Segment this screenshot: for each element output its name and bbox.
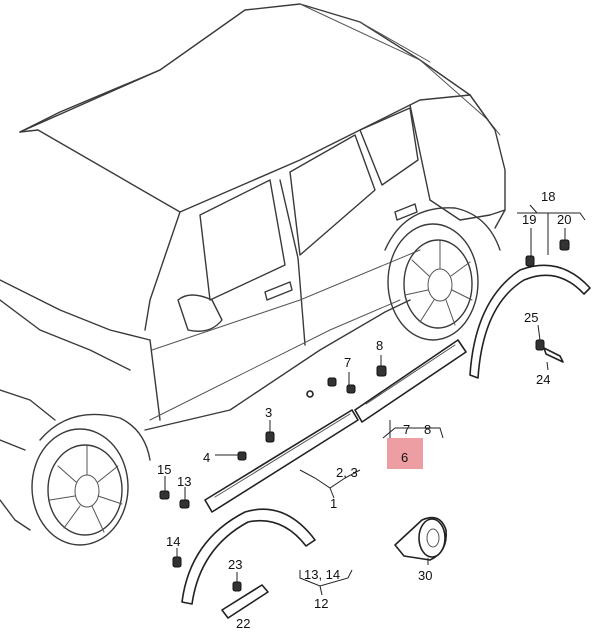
callout-20: 20 <box>557 212 571 227</box>
rear-wheel-arch-trim <box>469 264 591 379</box>
fasteners <box>159 239 570 592</box>
sill-trim-rear <box>354 339 467 423</box>
callout-6: 6 <box>401 450 408 465</box>
callout-15: 15 <box>157 462 171 477</box>
callout-4: 4 <box>203 450 210 465</box>
callout-13-14: 13, 14 <box>304 567 340 582</box>
callout-30: 30 <box>418 568 432 583</box>
callout-7: 7 <box>344 355 351 370</box>
leader-lines <box>164 204 586 596</box>
highlighted-part-box <box>387 438 423 469</box>
callout-labels: 18 19 20 25 24 8 7 3 4 7 8 6 15 13 2, 3 … <box>157 189 571 631</box>
callout-3: 3 <box>265 405 272 420</box>
callout-25: 25 <box>524 310 538 325</box>
callout-14: 14 <box>166 534 180 549</box>
rear-wheel <box>384 207 501 341</box>
callout-8: 8 <box>376 338 383 353</box>
callout-18: 18 <box>541 189 555 204</box>
front-wheel-arch-trim <box>181 508 316 605</box>
callout-23: 23 <box>228 557 242 572</box>
callout-24: 24 <box>536 372 550 387</box>
trim-strip-22 <box>221 584 269 619</box>
callout-2-3: 2, 3 <box>336 465 358 480</box>
car-body-outline <box>0 3 506 531</box>
callout-19: 19 <box>522 212 536 227</box>
callout-1: 1 <box>330 496 337 511</box>
callout-12: 12 <box>314 596 328 611</box>
callout-22: 22 <box>236 616 250 631</box>
callout-7b: 7 <box>403 422 410 437</box>
adhesive-tape-roll <box>394 516 447 561</box>
callout-13: 13 <box>177 474 191 489</box>
callout-8b: 8 <box>424 422 431 437</box>
front-wheel <box>31 413 151 546</box>
sill-trim-front <box>204 409 359 513</box>
